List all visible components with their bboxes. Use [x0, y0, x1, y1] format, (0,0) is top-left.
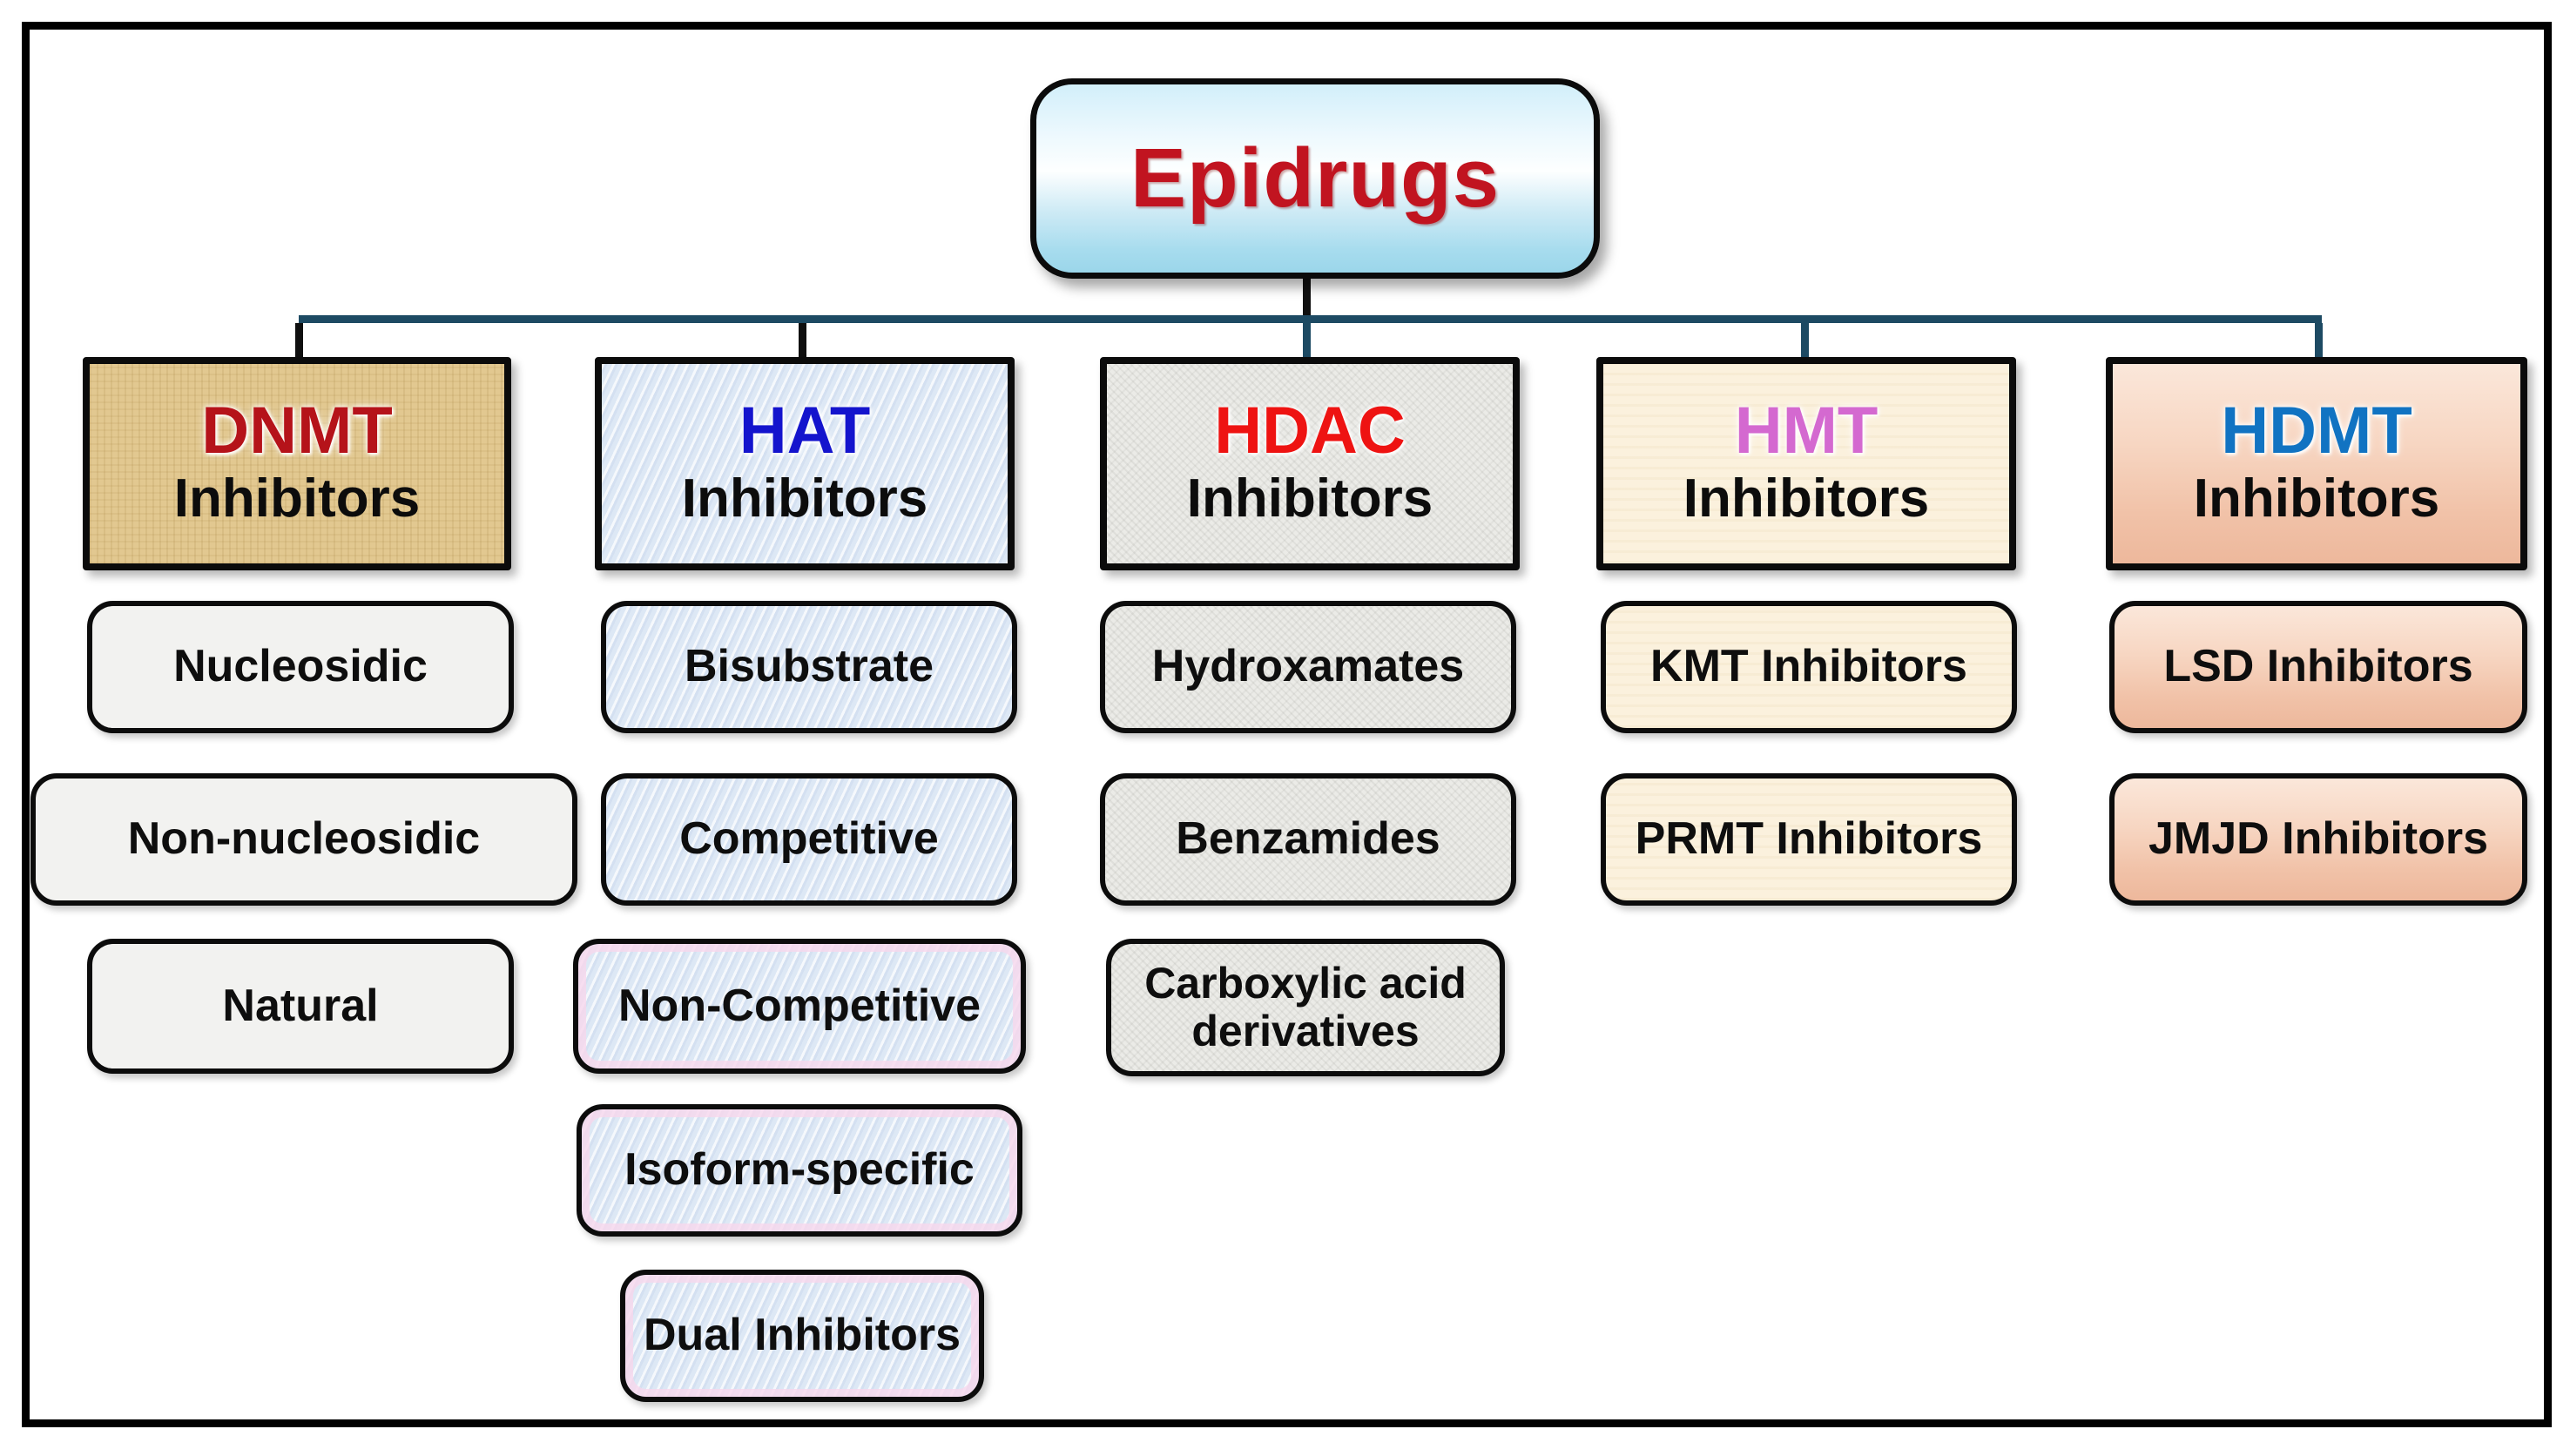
root-node: Epidrugs	[1030, 78, 1600, 279]
node-label: JMJD Inhibitors	[2148, 813, 2489, 865]
node-label: Isoform-specific	[624, 1144, 975, 1196]
connector-drop-dnmt	[295, 323, 303, 359]
category-acronym-hdmt: HDMT	[2221, 394, 2412, 468]
category-acronym-hat: HAT	[739, 394, 871, 468]
node-natural: Natural	[87, 939, 514, 1074]
category-suffix-hdmt: Inhibitors	[2193, 468, 2440, 529]
node-label: Competitive	[679, 813, 939, 865]
category-acronym-hdac: HDAC	[1214, 394, 1406, 468]
node-benzamides: Benzamides	[1100, 773, 1516, 906]
category-box-hmt: HMT Inhibitors	[1596, 357, 2016, 570]
node-isoform-specific: Isoform-specific	[577, 1104, 1022, 1237]
category-suffix-dnmt: Inhibitors	[173, 468, 421, 529]
connector-drop-hdac	[1303, 323, 1311, 359]
node-label: Non-nucleosidic	[127, 813, 481, 865]
root-label: Epidrugs	[1130, 131, 1500, 225]
connector-drop-hdmt	[2315, 323, 2323, 359]
node-non-nucleosidic: Non-nucleosidic	[30, 773, 577, 906]
node-dual-inhibitors: Dual Inhibitors	[620, 1270, 984, 1402]
node-label: KMT Inhibitors	[1650, 641, 1967, 692]
category-box-hdac: HDAC Inhibitors	[1100, 357, 1520, 570]
node-carboxylic-acid-derivatives: Carboxylic acid derivatives	[1106, 939, 1505, 1076]
node-label: Natural	[222, 980, 379, 1031]
category-acronym-hmt: HMT	[1734, 394, 1879, 468]
connector-drop-hmt	[1801, 323, 1809, 359]
node-label: PRMT Inhibitors	[1635, 813, 1983, 865]
connector-drop-hat	[799, 323, 806, 359]
connector-trunk	[1303, 279, 1311, 320]
node-label: Carboxylic acid derivatives	[1144, 959, 1467, 1055]
connector-rail	[299, 315, 2322, 323]
category-acronym-dnmt: DNMT	[201, 394, 393, 468]
category-suffix-hat: Inhibitors	[681, 468, 928, 529]
category-box-hat: HAT Inhibitors	[595, 357, 1015, 570]
node-competitive: Competitive	[601, 773, 1017, 906]
node-lsd-inhibitors: LSD Inhibitors	[2109, 601, 2527, 733]
category-suffix-hmt: Inhibitors	[1683, 468, 1930, 529]
outer-frame	[22, 22, 2552, 1427]
node-nucleosidic: Nucleosidic	[87, 601, 514, 733]
node-label: Non-Competitive	[618, 980, 981, 1031]
node-label: LSD Inhibitors	[2163, 641, 2473, 692]
node-kmt-inhibitors: KMT Inhibitors	[1601, 601, 2017, 733]
node-jmjd-inhibitors: JMJD Inhibitors	[2109, 773, 2527, 906]
category-box-hdmt: HDMT Inhibitors	[2106, 357, 2527, 570]
category-box-dnmt: DNMT Inhibitors	[83, 357, 511, 570]
node-label: Bisubstrate	[684, 641, 934, 692]
node-label: Dual Inhibitors	[644, 1310, 961, 1361]
node-label: Nucleosidic	[173, 641, 428, 692]
node-bisubstrate: Bisubstrate	[601, 601, 1017, 733]
category-suffix-hdac: Inhibitors	[1186, 468, 1433, 529]
node-non-competitive: Non-Competitive	[573, 939, 1026, 1074]
node-label: Benzamides	[1176, 813, 1440, 865]
node-prmt-inhibitors: PRMT Inhibitors	[1601, 773, 2017, 906]
node-hydroxamates: Hydroxamates	[1100, 601, 1516, 733]
node-label: Hydroxamates	[1151, 641, 1465, 692]
